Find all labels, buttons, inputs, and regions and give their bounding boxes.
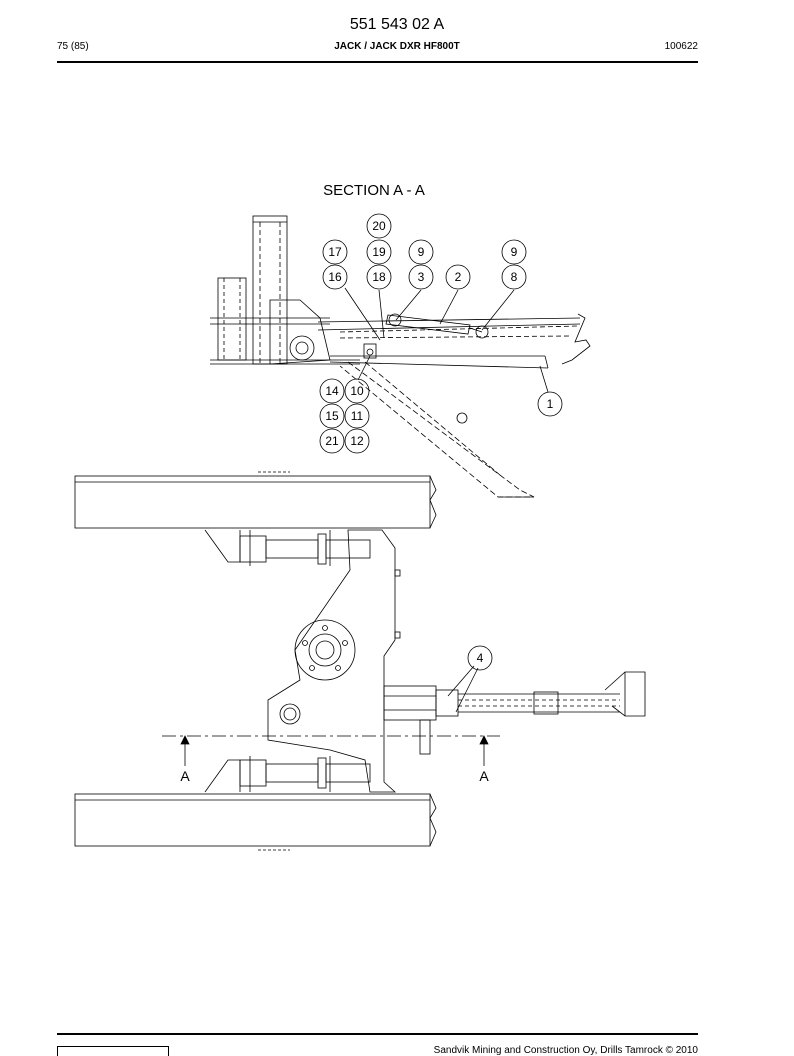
balloon-3 <box>408 264 434 290</box>
balloon-15 <box>319 403 345 429</box>
document-number: 551 543 02 A <box>349 16 445 33</box>
footer-copyright: Sandvik Mining and Construction Oy, Dril… <box>433 1045 698 1056</box>
balloon-21 <box>319 428 345 454</box>
sandvik-logo <box>57 1046 169 1056</box>
footer-rule <box>57 1033 698 1035</box>
section-marker-left: A <box>180 768 190 784</box>
balloon-label: 12 <box>350 434 364 448</box>
balloon-18 <box>366 264 392 290</box>
balloon-label: 19 <box>372 245 386 259</box>
date-code: 100622 <box>664 41 698 52</box>
balloon-14 <box>319 378 345 404</box>
balloon-12 <box>344 428 370 454</box>
balloon-17 <box>322 239 348 265</box>
plan-view <box>74 471 646 851</box>
balloon-label: 2 <box>455 270 462 284</box>
section-marker-right: A <box>479 768 489 784</box>
balloon-10 <box>344 378 370 404</box>
balloon-label: 14 <box>325 384 339 398</box>
balloon-11 <box>344 403 370 429</box>
section-view <box>210 215 591 498</box>
balloon-label: 21 <box>325 434 339 448</box>
balloon-19 <box>366 239 392 265</box>
balloon-label: 9 <box>511 245 518 259</box>
balloon-label: 18 <box>372 270 386 284</box>
balloon-4 <box>467 645 493 671</box>
balloon-9-right <box>501 239 527 265</box>
balloon-label: 4 <box>477 651 484 665</box>
balloon-label: 1 <box>547 397 554 411</box>
balloon-9-left <box>408 239 434 265</box>
section-title: SECTION A - A <box>323 182 425 199</box>
balloon-label: 9 <box>418 245 425 259</box>
item-balloons <box>319 213 563 671</box>
document-title: JACK / JACK DXR HF800T <box>334 41 460 52</box>
balloon-label: 17 <box>328 245 342 259</box>
header-rule <box>57 61 698 63</box>
balloon-label: 15 <box>325 409 339 423</box>
balloon-20 <box>366 213 392 239</box>
balloon-label: 8 <box>511 270 518 284</box>
balloon-8 <box>501 264 527 290</box>
balloon-label: 16 <box>328 270 342 284</box>
balloon-1 <box>537 391 563 417</box>
balloon-2 <box>445 264 471 290</box>
balloon-label: 11 <box>351 409 364 423</box>
balloon-labels: 20 17 19 9 9 16 18 3 2 8 1 14 10 15 11 2… <box>325 219 553 665</box>
balloon-label: 20 <box>372 219 386 233</box>
balloon-16 <box>322 264 348 290</box>
balloon-label: 10 <box>350 384 364 398</box>
balloon-label: 3 <box>418 270 425 284</box>
page-number: 75 (85) <box>57 41 89 52</box>
